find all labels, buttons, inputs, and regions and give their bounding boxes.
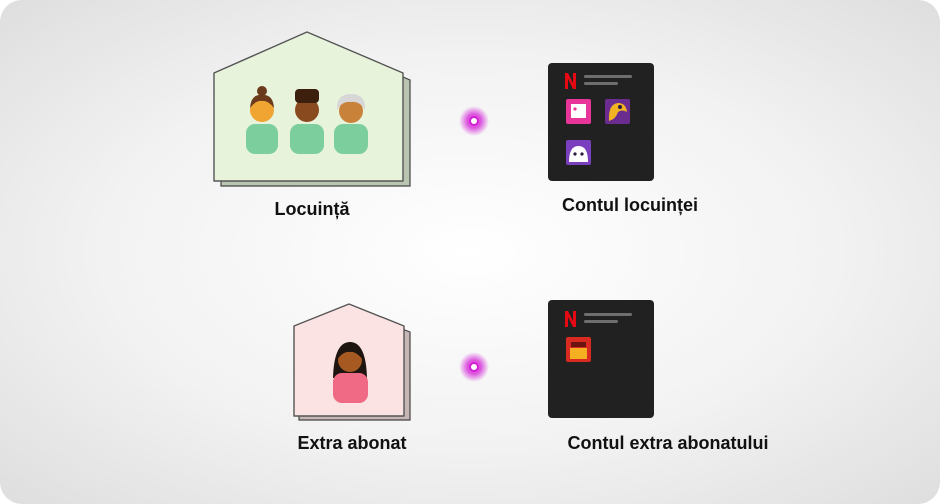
household-label: Locuință — [274, 199, 350, 219]
extra-member-link — [418, 352, 538, 382]
text-line-placeholder — [584, 313, 632, 323]
text-line-placeholder — [584, 75, 632, 85]
profile-purple-icon — [566, 140, 591, 165]
extra-account-panel — [548, 300, 654, 418]
person-icon — [290, 89, 324, 154]
extra-account-label: Contul extra abonatului — [567, 433, 769, 453]
household-account-panel — [548, 63, 654, 181]
household-link — [418, 106, 538, 136]
netflix-logo-icon — [565, 311, 576, 327]
profile-red-icon — [566, 337, 591, 362]
household-account-label: Contul locuinței — [562, 195, 698, 215]
person-icon — [333, 342, 368, 403]
person-icon — [246, 86, 278, 154]
profile-yellow-icon — [605, 99, 630, 124]
profile-pink-icon — [566, 99, 591, 124]
netflix-logo-icon — [565, 73, 576, 89]
extra-member-label: Extra abonat — [297, 433, 407, 453]
person-icon — [334, 94, 368, 154]
